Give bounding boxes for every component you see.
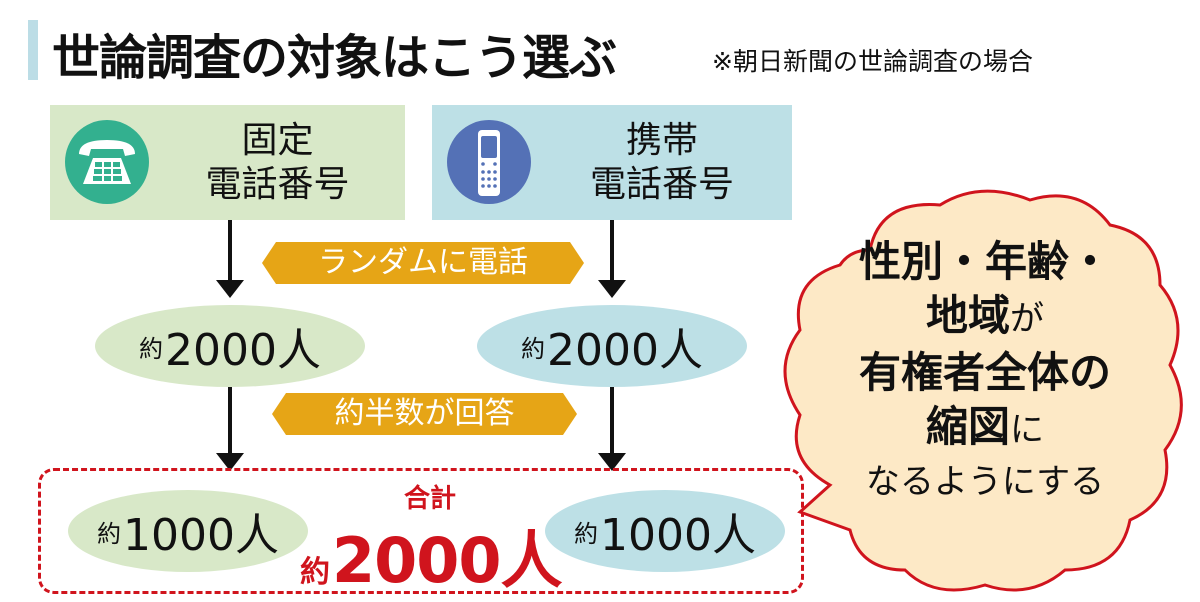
bubble-line: 性別・年齢・ [858,237,1111,286]
bubble-line-rest: に [1010,410,1044,450]
total-count: 約2000人 [300,510,563,600]
landline-label: 固定 電話番号 [160,119,395,207]
bubble-text: 性別・年齢・ 地域が 有権者全体の 縮図に なるようにする [800,235,1170,507]
mobile-label: 携帯 電話番号 [542,119,782,207]
called-count: 2000人 [547,325,703,376]
mobile-label-line1: 携帯 [625,120,698,161]
total-group-frame [38,468,804,594]
mobile-phone-icon [447,120,531,204]
bubble-line: なるようにする [865,462,1105,502]
landline-source-box: 固定 電話番号 [50,105,405,220]
called-count: 2000人 [165,325,321,376]
approx-label: 約 [97,519,121,548]
bubble-line-bold: 縮図 [925,402,1010,451]
source-note: ※朝日新聞の世論調査の場合 [712,47,1033,76]
mobile-label-line2: 電話番号 [589,164,734,205]
approx-label: 約 [574,519,598,548]
arrow-down-icon [598,220,626,298]
arrow-down-icon [216,220,244,298]
bubble-line-rest: が [1010,299,1044,339]
approx-label: 約 [300,555,330,590]
landline-label-line1: 固定 [241,120,314,161]
arrow-down-icon [216,387,244,471]
bubble-line: 有権者全体の [858,348,1111,397]
responded-count: 1000人 [123,510,279,561]
approx-label: 約 [139,334,163,363]
landline-phone-icon [65,120,149,204]
page-title: 世論調査の対象はこう選ぶ [52,30,617,86]
responded-count: 1000人 [600,510,756,561]
bubble-line-bold: 地域 [925,291,1010,340]
total-label: 合計 [403,484,456,514]
arrow-down-icon [598,387,626,471]
half-respond-banner: 約半数が回答 [272,393,577,435]
landline-label-line2: 電話番号 [205,164,350,205]
mobile-source-box: 携帯 電話番号 [432,105,792,220]
random-call-banner: ランダムに電話 [262,242,584,284]
approx-label: 約 [521,334,545,363]
total-value: 2000人 [332,524,563,597]
title-accent-bar [28,20,38,80]
